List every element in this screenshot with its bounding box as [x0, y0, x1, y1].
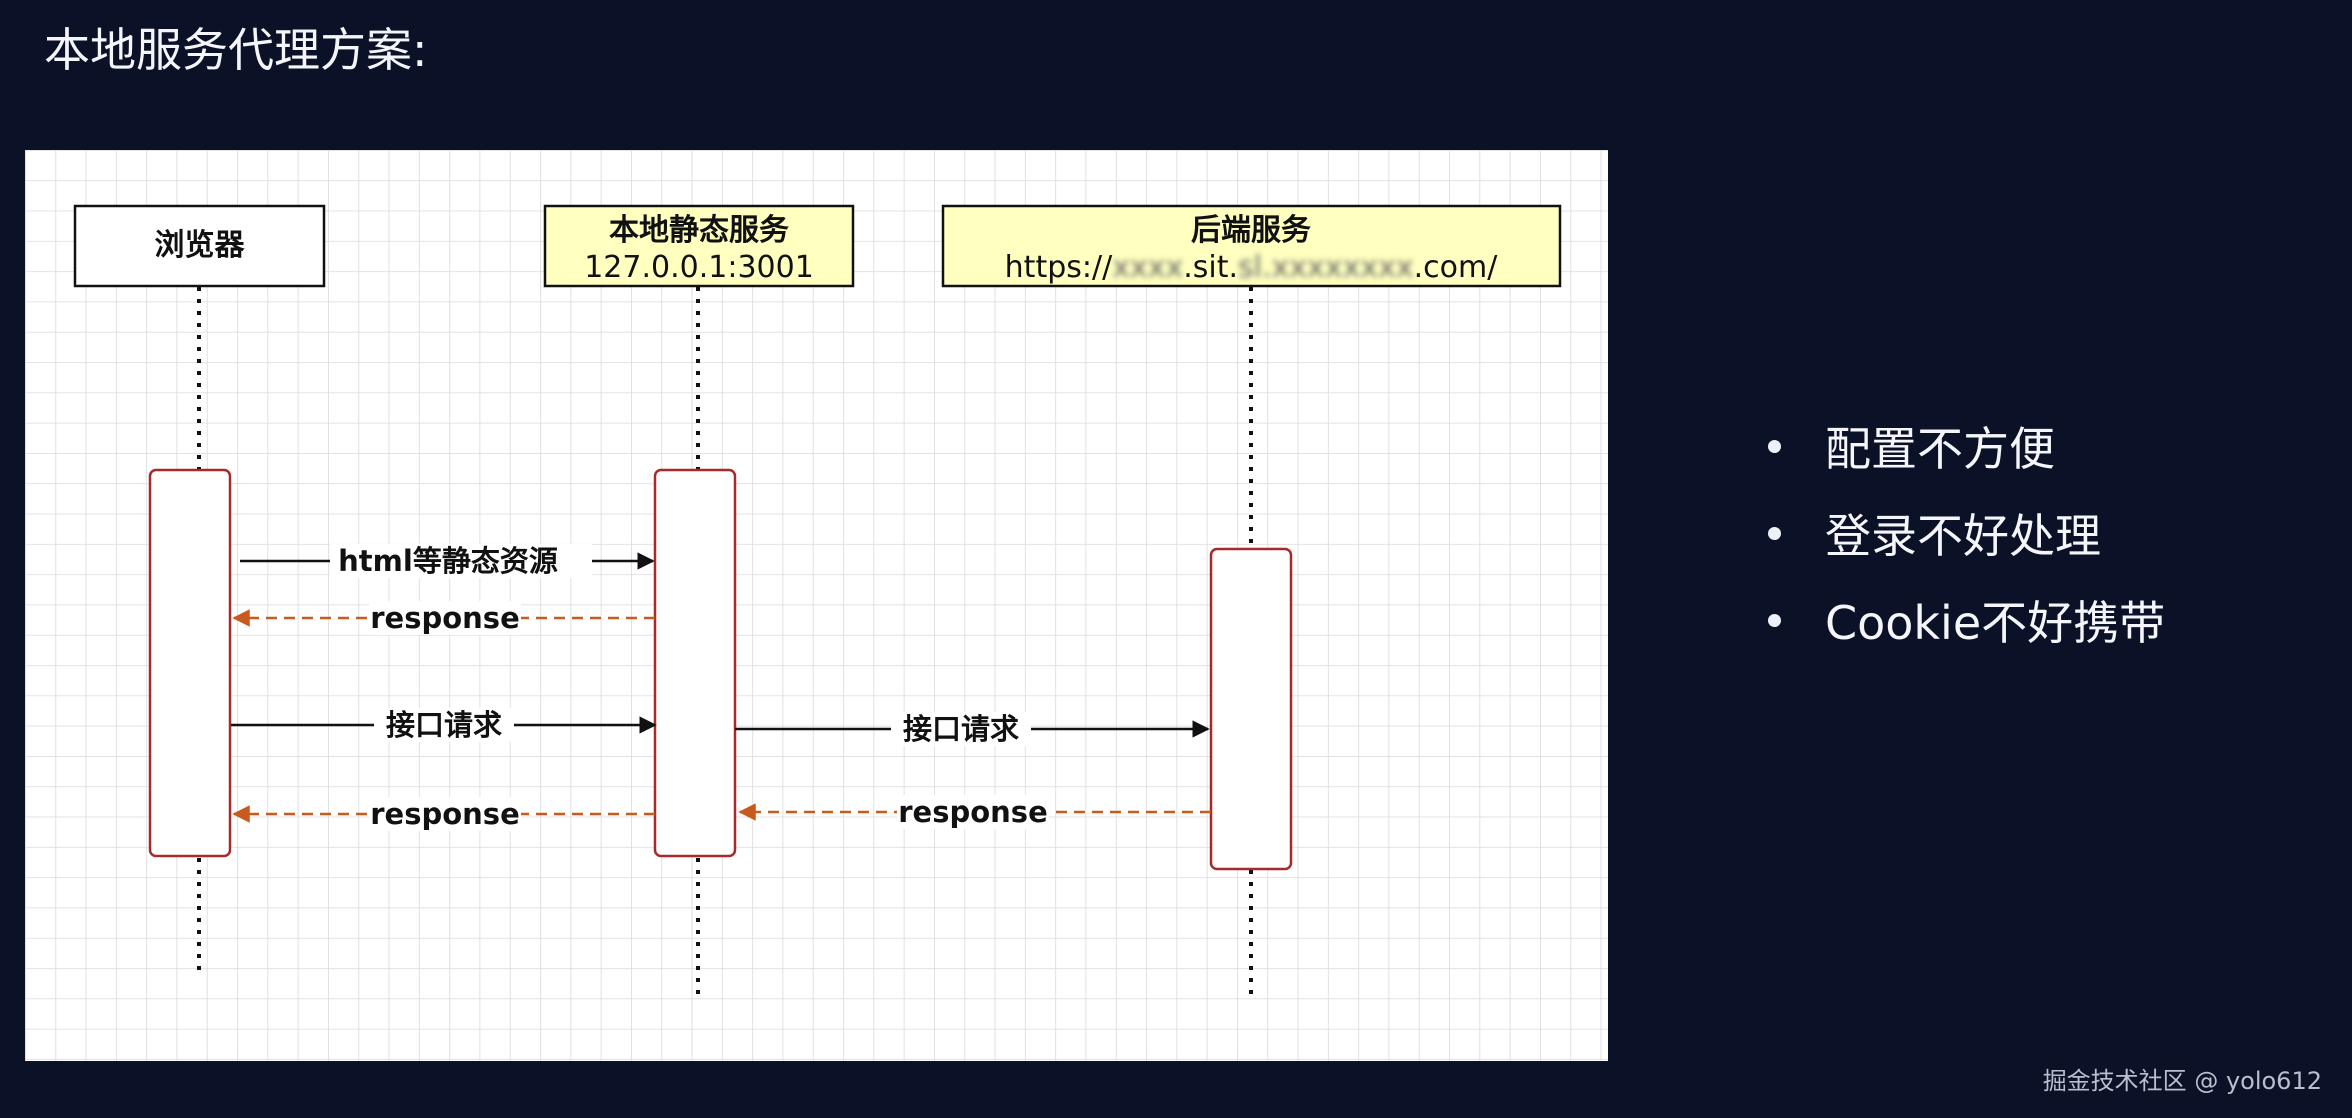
backend-service-url: https://xxxx.sit.sl.xxxxxxxx.com/ [1005, 250, 1499, 285]
label-bg [369, 601, 521, 635]
bullet-item: 登录不好处理 [1768, 507, 2165, 563]
message-label-api-response-backend: response [898, 795, 1048, 829]
label-bg [897, 795, 1049, 829]
message-label-static-response: response [370, 601, 520, 635]
bullet-dot-icon [1768, 439, 1781, 453]
local-service-address: 127.0.0.1:3001 [584, 250, 814, 285]
label-bg [369, 797, 521, 831]
diagram-grid [25, 150, 1608, 1061]
label-bg [374, 708, 514, 742]
bullet-list: 配置不方便 登录不好处理 Cookie不好携带 [1768, 420, 2165, 681]
sequence-diagram-canvas: 浏览器 本地静态服务 127.0.0.1:3001 后端服务 https://x… [25, 150, 1608, 1061]
bullet-dot-icon [1768, 613, 1781, 627]
lifeline-label-local-service: 本地静态服务 [609, 213, 789, 248]
redacted-url-part: sl.xxxxxxxx [1238, 250, 1414, 285]
lifeline-head-local-service: 本地静态服务 127.0.0.1:3001 [543, 204, 855, 288]
bullet-item: 配置不方便 [1768, 420, 2165, 476]
slide-title: 本地服务代理方案: [44, 23, 428, 77]
activation-browser [148, 468, 232, 858]
sequence-diagram: 浏览器 本地静态服务 127.0.0.1:3001 后端服务 https://x… [25, 150, 1608, 1061]
activation-local-service [653, 468, 737, 858]
message-label-static-request: html等静态资源 [338, 544, 558, 578]
bullet-dot-icon [1768, 526, 1781, 540]
bullet-text: Cookie不好携带 [1825, 596, 2166, 650]
bullet-item: Cookie不好携带 [1768, 594, 2165, 650]
label-bg [330, 544, 592, 578]
lifeline-head-browser: 浏览器 [73, 204, 326, 288]
message-label-api-response-local: response [370, 797, 520, 831]
bullet-text: 登录不好处理 [1825, 509, 2101, 563]
watermark: 掘金技术社区 @ yolo612 [2042, 1067, 2322, 1095]
lifeline-label-backend-service: 后端服务 [1191, 213, 1311, 248]
message-label-api-request-backend: 接口请求 [903, 712, 1019, 746]
activation-backend-service [1209, 547, 1293, 871]
lifeline-label-browser: 浏览器 [155, 228, 246, 263]
redacted-url-part: xxxx [1112, 250, 1183, 285]
lifeline-head-backend-service: 后端服务 https://xxxx.sit.sl.xxxxxxxx.com/ [941, 204, 1562, 288]
bullet-text: 配置不方便 [1825, 422, 2055, 476]
label-bg [891, 712, 1031, 746]
message-label-api-request-local: 接口请求 [386, 708, 502, 742]
